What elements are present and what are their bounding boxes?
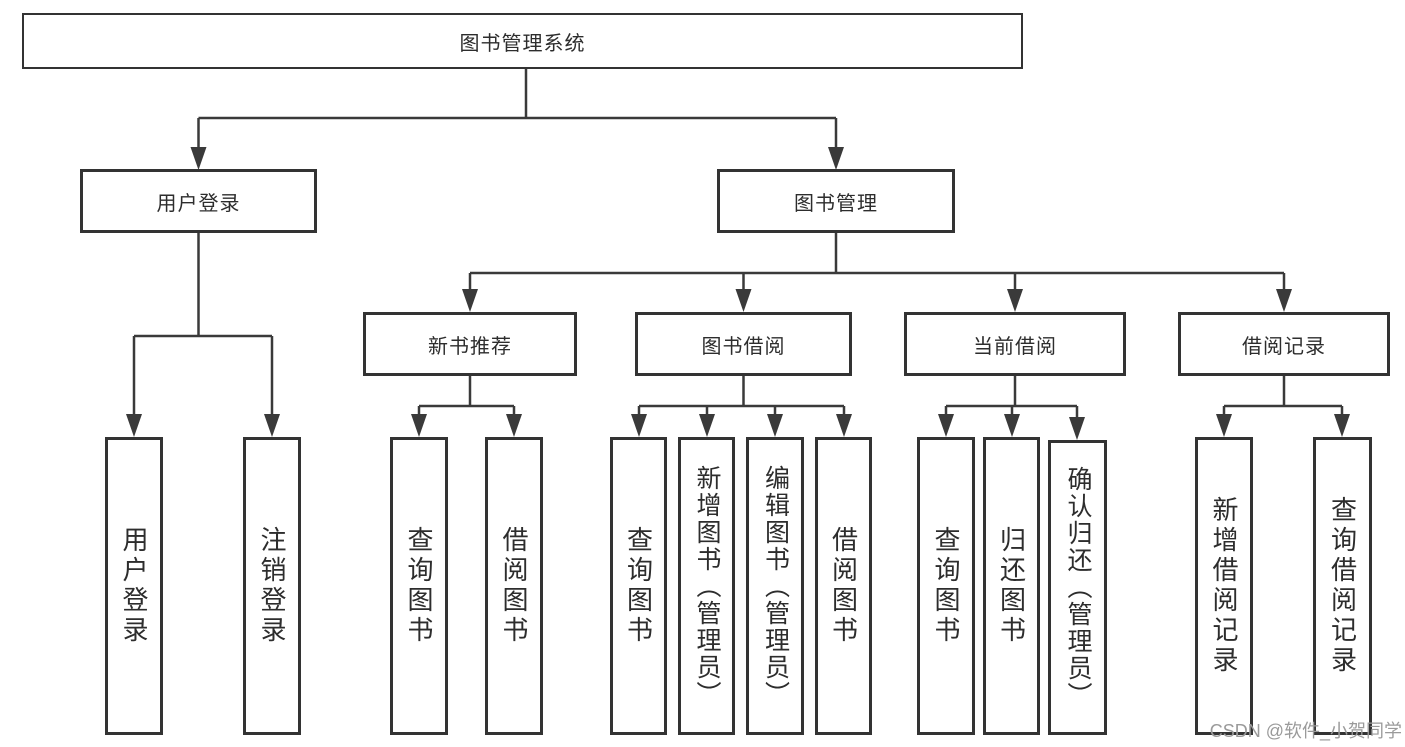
leaf-label: 查询图书 (404, 526, 434, 646)
node-label: 用户登录 (156, 192, 241, 215)
node-label: 图书借阅 (701, 335, 786, 358)
leaf-borrow-books: 借阅图书 (485, 437, 543, 735)
node-label: 图书管理 (794, 192, 878, 215)
leaf-logout: 注销登录 (243, 437, 301, 735)
csdn-watermark: CSDN @软件_小贺同学 (1209, 721, 1402, 741)
leaf-query-books: 查询图书 (917, 437, 975, 735)
node-book-borrowing: 图书借阅 (635, 312, 852, 376)
leaf-label: 新增图书（管理员） (693, 464, 721, 708)
leaf-label: 借阅图书 (499, 526, 529, 646)
node-current-borrowing: 当前借阅 (904, 312, 1126, 376)
node-user-login: 用户登录 (80, 169, 317, 233)
node-label: 图书管理系统 (459, 32, 586, 55)
leaf-query-books: 查询图书 (390, 437, 448, 735)
leaf-label: 编辑图书（管理员） (761, 464, 790, 708)
leaf-label: 用户登录 (119, 526, 149, 646)
leaf-return-books: 归还图书 (983, 437, 1040, 735)
leaf-query-borrow-record: 查询借阅记录 (1313, 437, 1372, 735)
leaf-add-books-admin: 新增图书（管理员） (678, 437, 735, 735)
node-label: 新书推荐 (428, 335, 512, 358)
leaf-label: 归还图书 (996, 526, 1027, 646)
leaf-label: 注销登录 (257, 526, 287, 646)
leaf-label: 查询图书 (623, 526, 654, 646)
node-library-management-system: 图书管理系统 (22, 13, 1023, 69)
leaf-edit-books-admin: 编辑图书（管理员） (746, 437, 804, 735)
node-label: 借阅记录 (1242, 335, 1326, 358)
node-label: 当前借阅 (973, 335, 1057, 358)
node-book-management: 图书管理 (717, 169, 955, 233)
leaf-user-login: 用户登录 (105, 437, 163, 735)
leaf-label: 借阅图书 (828, 526, 859, 646)
leaf-label: 查询图书 (931, 526, 961, 646)
leaf-label: 查询借阅记录 (1327, 496, 1358, 676)
leaf-add-borrow-record: 新增借阅记录 (1195, 437, 1253, 735)
node-new-book-recommend: 新书推荐 (363, 312, 577, 376)
leaf-query-books: 查询图书 (610, 437, 667, 735)
leaf-confirm-return-admin: 确认归还（管理员） (1048, 440, 1107, 735)
leaf-borrow-books: 借阅图书 (815, 437, 872, 735)
leaf-label: 确认归还（管理员） (1064, 466, 1092, 709)
node-borrowing-records: 借阅记录 (1178, 312, 1390, 376)
leaf-label: 新增借阅记录 (1209, 496, 1239, 676)
